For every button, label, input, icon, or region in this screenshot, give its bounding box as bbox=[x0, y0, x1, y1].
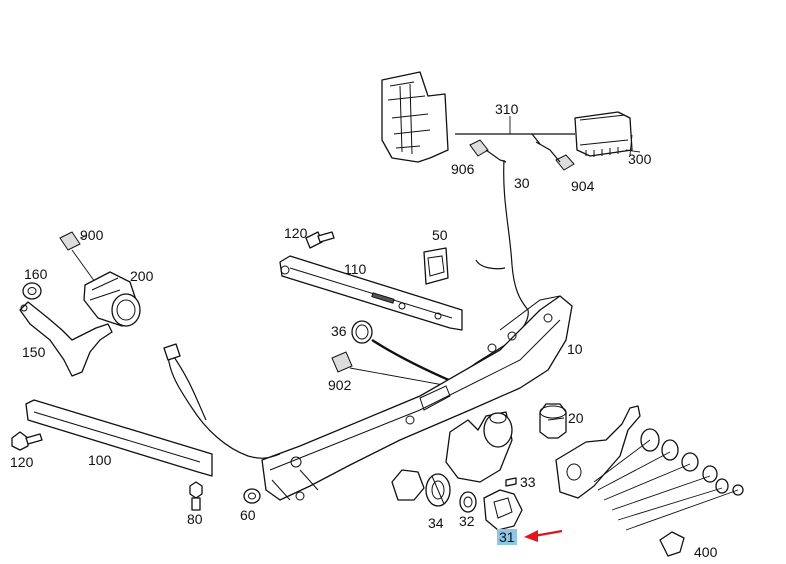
label-902: 902 bbox=[328, 377, 352, 393]
cap-20 bbox=[539, 403, 567, 439]
label-120-left: 120 bbox=[10, 454, 34, 470]
crossmember-10 bbox=[261, 295, 573, 501]
label-30: 30 bbox=[514, 175, 530, 191]
label-20: 20 bbox=[568, 410, 584, 426]
connector-900 bbox=[59, 231, 81, 251]
harness-left bbox=[167, 351, 281, 459]
label-200: 200 bbox=[130, 268, 154, 284]
nut-60 bbox=[243, 488, 261, 504]
screw-33 bbox=[505, 477, 517, 487]
bracket-400-set bbox=[555, 405, 744, 557]
label-400: 400 bbox=[694, 544, 718, 560]
socket-200-part bbox=[83, 271, 141, 327]
label-310: 310 bbox=[495, 101, 519, 117]
label-32: 32 bbox=[459, 513, 475, 529]
label-906: 906 bbox=[451, 161, 475, 177]
control-module-part bbox=[381, 71, 449, 163]
tow-ball-part bbox=[445, 411, 513, 483]
label-34: 34 bbox=[428, 515, 444, 531]
bolt-120-left bbox=[11, 431, 43, 451]
connector-904 bbox=[555, 154, 575, 171]
label-50: 50 bbox=[432, 227, 448, 243]
label-160: 160 bbox=[24, 266, 48, 282]
label-36: 36 bbox=[331, 323, 347, 339]
red-indicator-arrow bbox=[524, 529, 563, 542]
bracket-150 bbox=[19, 301, 113, 377]
bracket-50 bbox=[423, 247, 449, 285]
connector-902 bbox=[331, 351, 353, 373]
label-31-highlighted[interactable]: 31 bbox=[497, 529, 517, 545]
label-120-top: 120 bbox=[284, 225, 308, 241]
label-900: 900 bbox=[80, 227, 104, 243]
cover-31-part bbox=[483, 489, 523, 531]
gasket-32-part bbox=[459, 491, 477, 513]
label-80: 80 bbox=[187, 511, 203, 527]
connector-906 bbox=[469, 139, 489, 157]
label-10: 10 bbox=[567, 341, 583, 357]
bolt-120-top bbox=[305, 231, 335, 249]
label-150: 150 bbox=[22, 344, 46, 360]
socket-34-part bbox=[391, 469, 451, 507]
label-100: 100 bbox=[88, 452, 112, 468]
label-110: 110 bbox=[344, 261, 367, 277]
nut-160-part bbox=[22, 282, 42, 300]
label-300: 300 bbox=[628, 151, 652, 167]
label-33: 33 bbox=[520, 474, 536, 490]
label-60: 60 bbox=[240, 507, 256, 523]
bolt-80 bbox=[189, 481, 203, 511]
module-300-part bbox=[574, 111, 641, 157]
grommet-36 bbox=[351, 320, 373, 344]
label-904: 904 bbox=[571, 178, 595, 194]
